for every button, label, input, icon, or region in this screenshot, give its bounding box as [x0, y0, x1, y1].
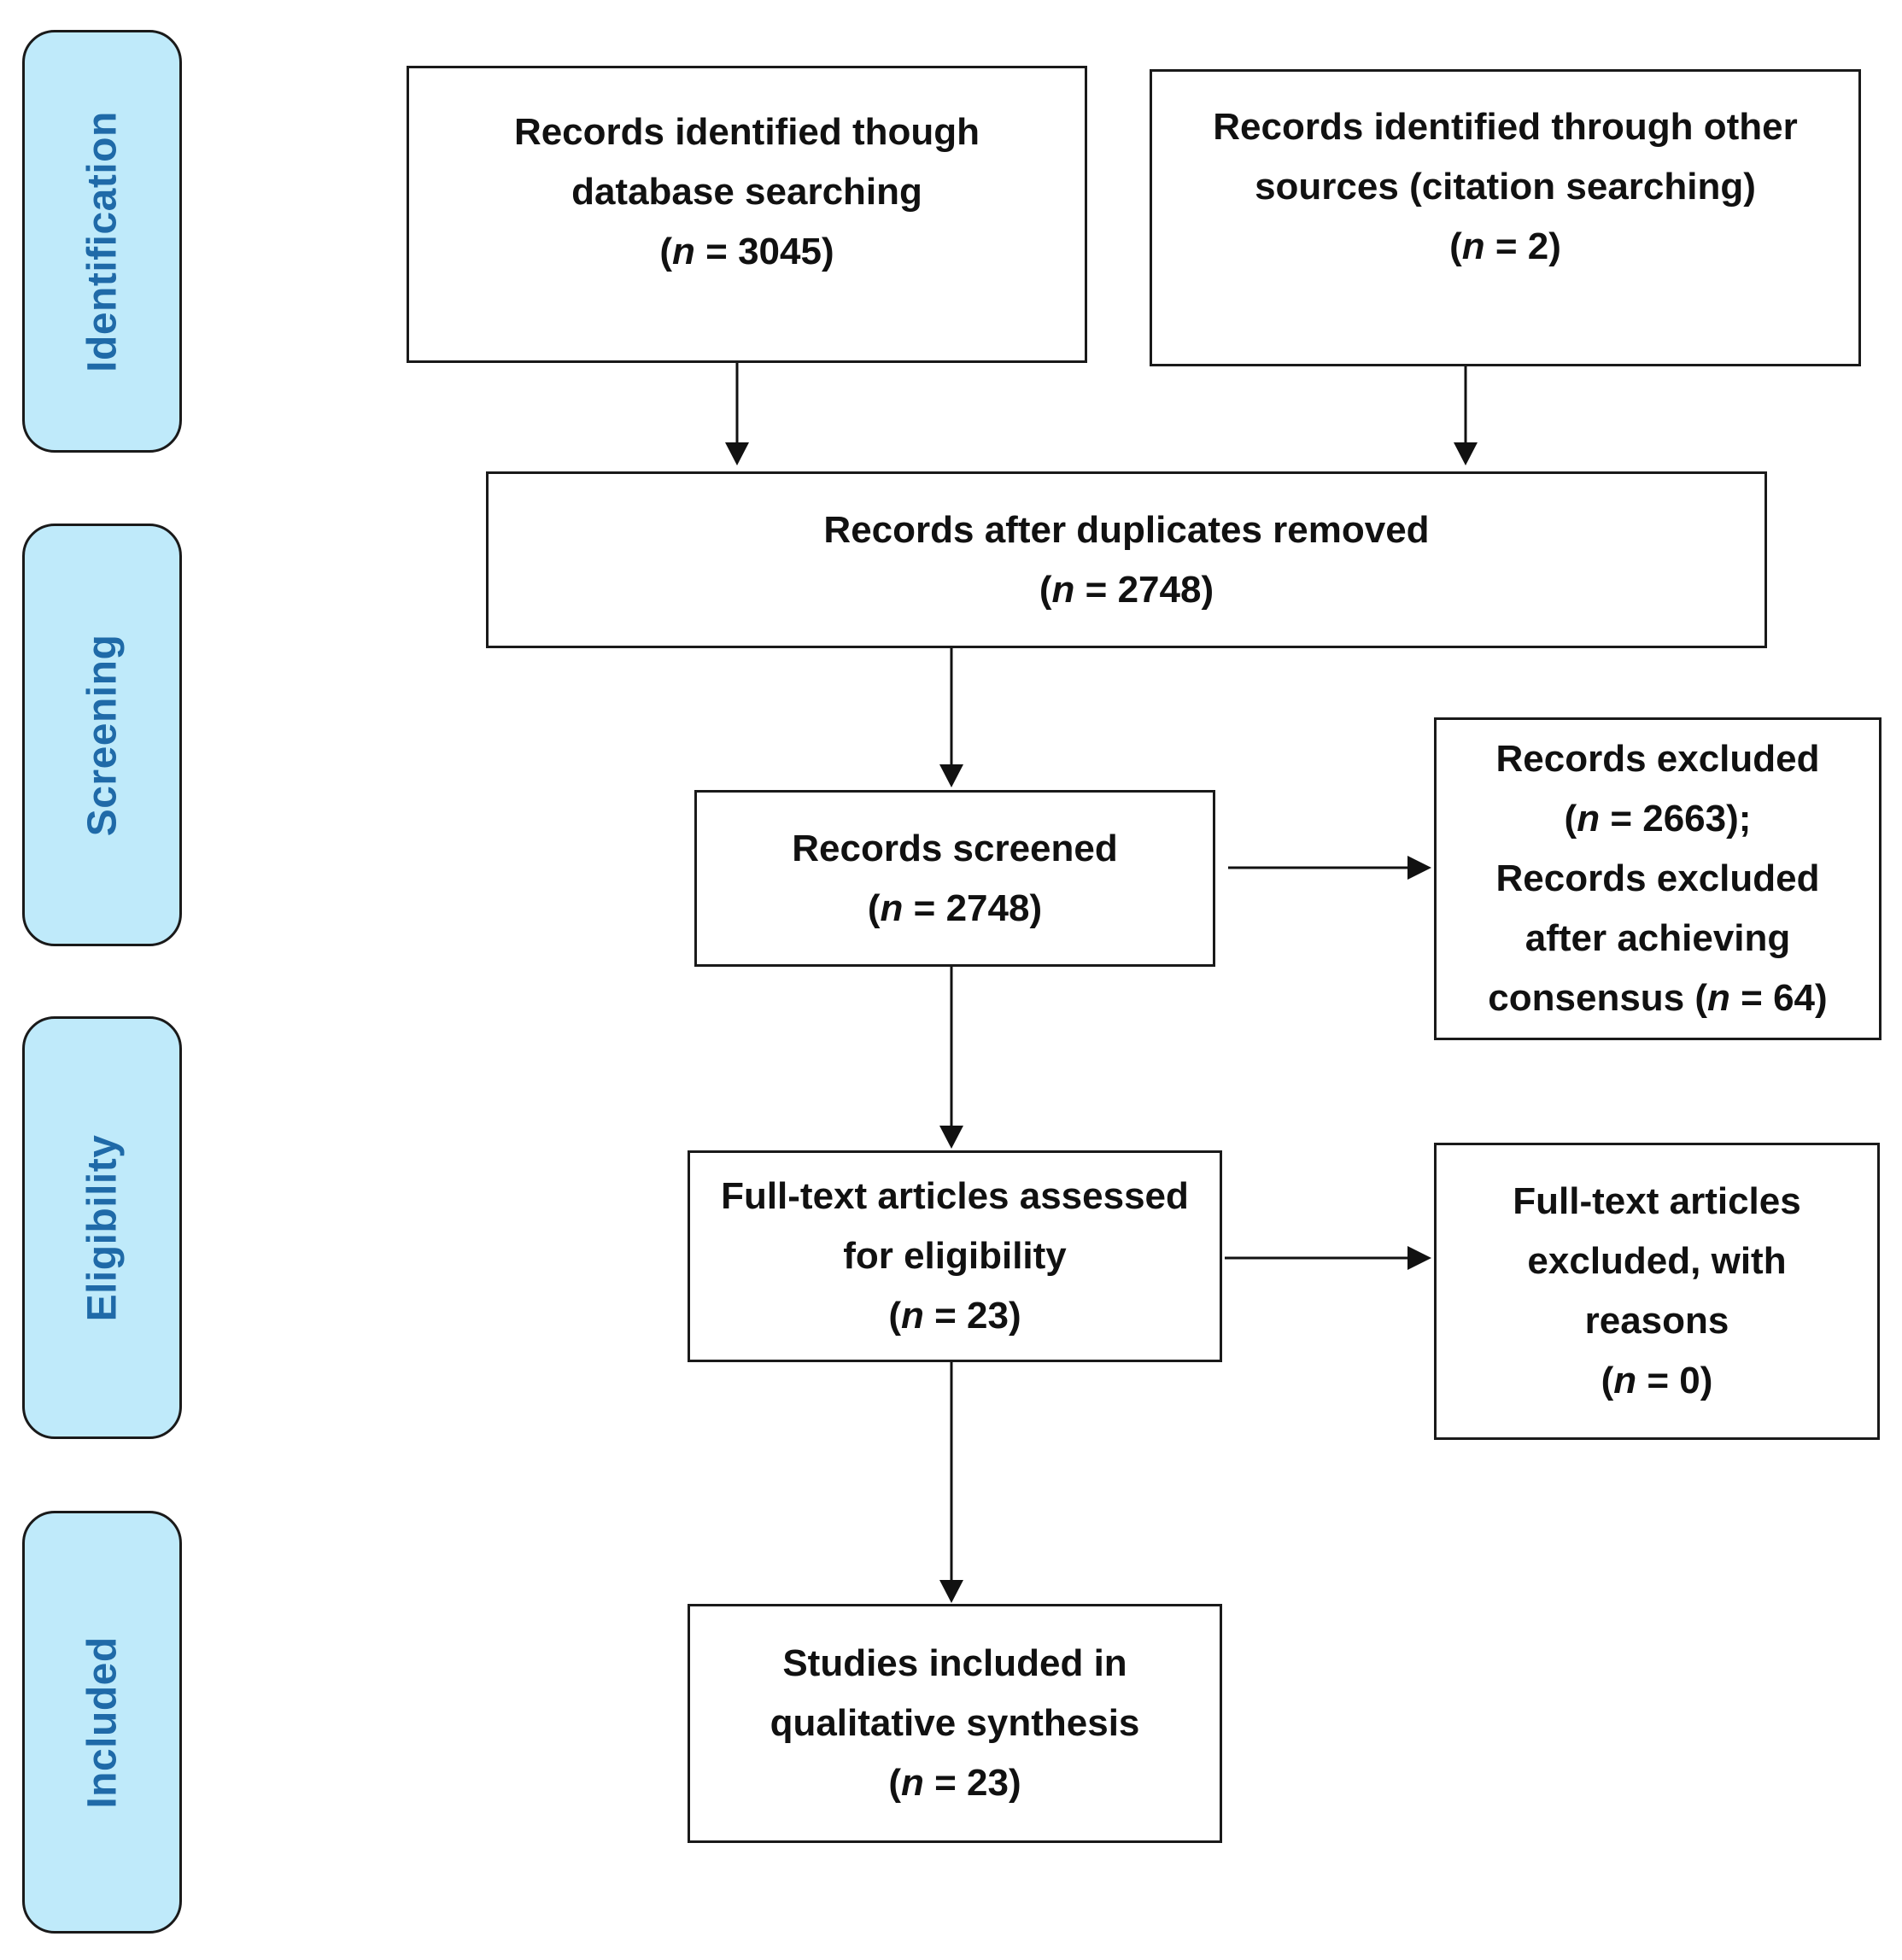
database-search-count: (n = 3045) [659, 231, 834, 272]
records-screened-box: Records screened (n = 2748) [694, 790, 1215, 967]
studies-included-line-1: Studies included in [782, 1642, 1127, 1684]
other-sources-box: Records identified through other sources… [1150, 69, 1861, 366]
studies-included-line-2: qualitative synthesis [770, 1702, 1140, 1744]
arrowhead-duplicates [939, 764, 963, 787]
fulltext-assessed-line-1: Full-text articles assessed [721, 1175, 1189, 1217]
duplicates-removed-box: Records after duplicates removed (n = 27… [486, 471, 1767, 648]
records-screened-count: (n = 2748) [867, 886, 1043, 929]
fulltext-excluded-box: Full-text articles excluded, with reason… [1434, 1143, 1880, 1440]
arrowhead-fulltext-excluded [1407, 1246, 1431, 1270]
arrowhead-other [1454, 442, 1478, 465]
fulltext-excluded-line-2: excluded, with [1527, 1240, 1787, 1282]
other-sources-count: (n = 2) [1449, 225, 1561, 267]
fulltext-assessed-count: (n = 23) [888, 1295, 1021, 1337]
records-excluded-consensus-line-1: Records excluded [1495, 857, 1820, 899]
other-sources-line-1: Records identified through other [1213, 106, 1798, 148]
records-excluded-line-1: Records excluded [1495, 738, 1820, 780]
database-search-line-1: Records identified though [513, 111, 980, 153]
arrowhead-included [939, 1580, 963, 1603]
phase-eligibility: Eligibility [22, 1016, 182, 1439]
records-excluded-consensus-count: consensus (n = 64) [1488, 977, 1828, 1019]
records-excluded-box: Records excluded (n = 2663); Records exc… [1434, 717, 1882, 1040]
fulltext-assessed-box: Full-text articles assessed for eligibil… [688, 1150, 1222, 1362]
phase-included: Included [22, 1511, 182, 1934]
fulltext-excluded-line-3: reasons [1584, 1300, 1729, 1342]
fulltext-excluded-line-1: Full-text articles [1513, 1180, 1801, 1222]
duplicates-removed-line-1: Records after duplicates removed [823, 508, 1430, 551]
fulltext-assessed-line-2: for eligibility [843, 1235, 1067, 1277]
records-excluded-consensus-line-2: after achieving [1525, 917, 1791, 959]
arrowhead-screened-fulltext [939, 1126, 963, 1149]
database-search-box: Records identified though database searc… [407, 66, 1087, 363]
phase-identification: Identification [22, 30, 182, 453]
database-search-line-2: database searching [571, 171, 922, 213]
phase-screening: Screening [22, 524, 182, 946]
fulltext-excluded-count: (n = 0) [1601, 1360, 1713, 1401]
studies-included-box: Studies included in qualitative synthesi… [688, 1604, 1222, 1843]
studies-included-count: (n = 23) [888, 1762, 1021, 1804]
records-excluded-count: (n = 2663); [1564, 798, 1752, 840]
other-sources-line-2: sources (citation searching) [1255, 166, 1756, 208]
arrowhead-screened-excluded [1407, 856, 1431, 880]
records-screened-line-1: Records screened [792, 827, 1118, 869]
arrowhead-database [725, 442, 749, 465]
duplicates-removed-count: (n = 2748) [1039, 568, 1214, 611]
